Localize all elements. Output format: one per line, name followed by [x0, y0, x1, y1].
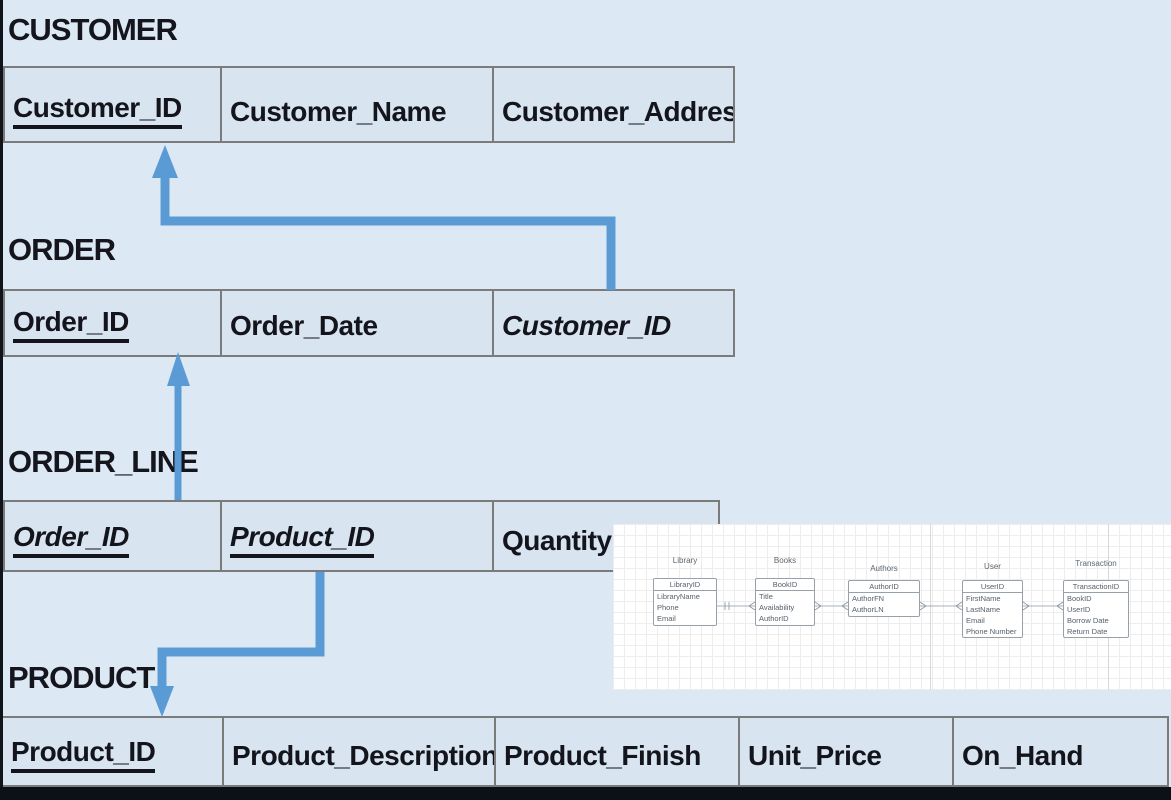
product-finish-cell: Product_Finish	[494, 718, 738, 785]
library-entity-box: LibraryID LibraryName Phone Email	[653, 578, 717, 626]
product-table: Product_ID Product_Description Product_F…	[1, 716, 1169, 787]
page-left-edge	[0, 0, 3, 800]
library-field: Phone	[657, 603, 679, 612]
transaction-field: Return Date	[1067, 627, 1108, 636]
books-entity-title: Books	[773, 556, 797, 565]
order-id-field: Order_ID	[13, 308, 129, 343]
customer-id-field: Customer_ID	[13, 94, 182, 129]
order-customer-id-field: Customer_ID	[502, 310, 671, 341]
authors-entity-title: Authors	[870, 564, 898, 573]
entity-label-order-line: ORDER_LINE	[8, 444, 199, 479]
product-description-cell: Product_Description	[222, 718, 494, 785]
order-line-table: Order_ID Product_ID Quantity	[3, 500, 720, 572]
user-field: Email	[966, 616, 985, 625]
customer-name-field: Customer_Name	[230, 96, 447, 127]
customer-table: Customer_ID Customer_Name Customer_Addre…	[3, 66, 735, 143]
page-bottom-bar	[0, 787, 1171, 800]
product-description-field: Product_Description	[232, 740, 494, 771]
library-entity-title: Library	[672, 556, 698, 565]
book-id-key: BookID	[756, 579, 814, 591]
authors-field: AuthorLN	[852, 605, 884, 614]
library-id-key: LibraryID	[654, 579, 716, 591]
order-line-quantity-cell: Quantity	[492, 502, 718, 570]
entity-label-customer: CUSTOMER	[8, 12, 178, 47]
books-field: AuthorID	[759, 614, 789, 623]
author-id-key: AuthorID	[849, 581, 919, 593]
order-date-field: Order_Date	[230, 310, 378, 341]
product-finish-field: Product_Finish	[504, 740, 701, 771]
on-hand-cell: On_Hand	[952, 718, 1167, 785]
customer-name-cell: Customer_Name	[220, 68, 492, 141]
entity-label-order: ORDER	[8, 232, 116, 267]
customer-address-field: Customer_Address	[502, 96, 733, 127]
order-line-quantity-field: Quantity	[502, 525, 612, 556]
product-id-cell: Product_ID	[3, 718, 222, 785]
customer-address-cell: Customer_Address	[492, 68, 733, 141]
order-customer-id-cell: Customer_ID	[492, 291, 733, 355]
grid-major-line	[930, 524, 931, 690]
arrow-order-to-customer	[160, 176, 616, 290]
books-field: Availability	[759, 603, 795, 612]
transaction-field: BookID	[1067, 594, 1092, 603]
user-entity-box: UserID FirstName LastName Email Phone Nu…	[962, 580, 1023, 638]
order-date-cell: Order_Date	[220, 291, 492, 355]
order-line-product-id-cell: Product_ID	[220, 502, 492, 570]
order-table: Order_ID Order_Date Customer_ID	[3, 289, 735, 357]
arrowhead-up-order	[167, 352, 190, 386]
books-entity-box: BookID Title Availability AuthorID	[755, 578, 815, 626]
transaction-id-key: TransactionID	[1064, 581, 1128, 593]
authors-entity-box: AuthorID AuthorFN AuthorLN	[848, 580, 920, 617]
transaction-entity-title: Transaction	[1075, 559, 1117, 568]
library-field: Email	[657, 614, 676, 623]
transaction-field: Borrow Date	[1067, 616, 1109, 625]
arrowhead-up-customer	[152, 145, 178, 178]
user-entity-title: User	[984, 562, 1001, 571]
product-id-field: Product_ID	[11, 738, 156, 773]
transaction-field: UserID	[1067, 605, 1091, 614]
unit-price-field: Unit_Price	[748, 740, 882, 771]
order-line-product-id-field: Product_ID	[230, 523, 375, 558]
books-field: Title	[759, 592, 773, 601]
library-field: LibraryName	[657, 592, 700, 601]
order-line-order-id-field: Order_ID	[13, 523, 129, 558]
customer-id-cell: Customer_ID	[5, 68, 220, 141]
transaction-entity-box: TransactionID BookID UserID Borrow Date …	[1063, 580, 1129, 638]
user-field: Phone Number	[966, 627, 1017, 636]
order-line-order-id-cell: Order_ID	[5, 502, 220, 570]
arrow-orderline-to-product	[157, 572, 325, 687]
user-field: LastName	[966, 605, 1001, 614]
embedded-library-er-diagram: Library LibraryID LibraryName Phone Emai…	[613, 524, 1171, 690]
authors-field: AuthorFN	[852, 594, 885, 603]
entity-label-product: PRODUCT	[8, 660, 155, 695]
on-hand-field: On_Hand	[962, 740, 1083, 771]
user-id-key: UserID	[963, 581, 1022, 593]
unit-price-cell: Unit_Price	[738, 718, 952, 785]
order-id-cell: Order_ID	[5, 291, 220, 355]
user-field: FirstName	[966, 594, 1001, 603]
